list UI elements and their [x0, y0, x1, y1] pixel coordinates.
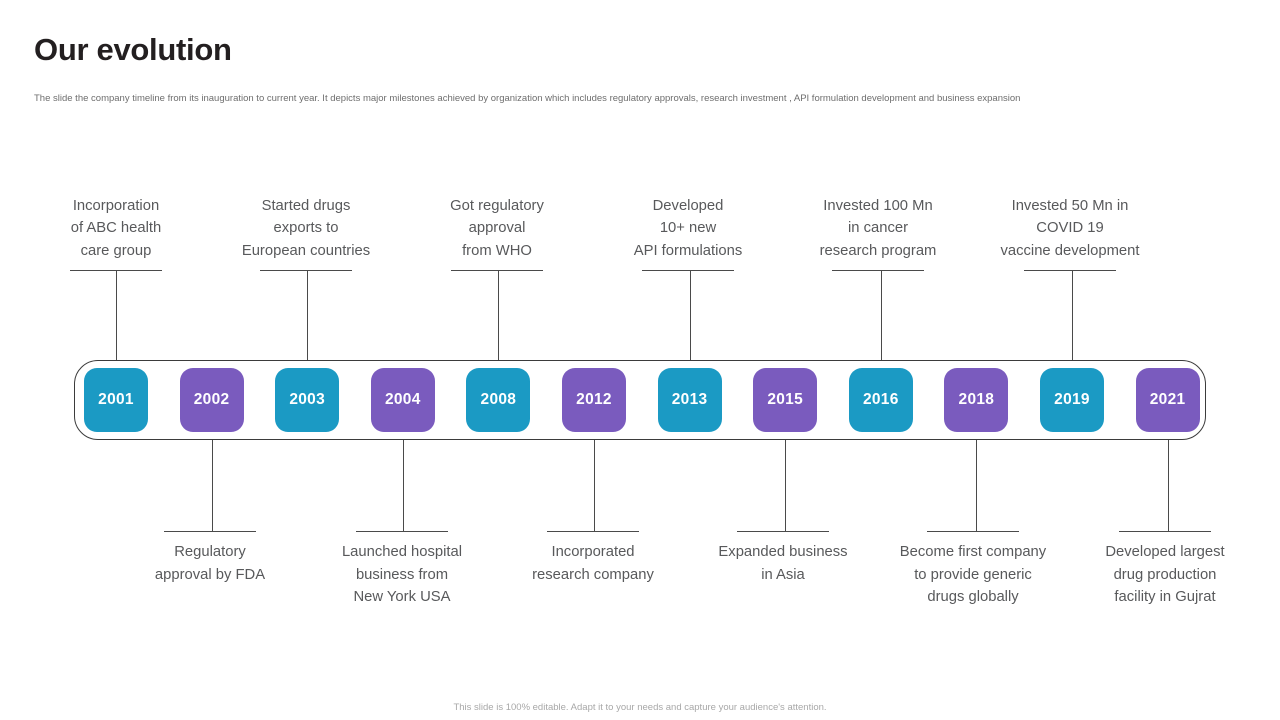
connector-stem-2001: [116, 270, 117, 360]
milestone-label-line: Expanded business: [718, 544, 848, 560]
connector-rule-2015: [737, 531, 829, 532]
milestone-label-line: Started drugs: [261, 197, 351, 214]
milestone-label-line: Incorporation: [72, 197, 160, 214]
milestone-label-line: Regulatory: [174, 544, 246, 560]
connector-stem-2016: [880, 270, 882, 360]
milestone-label-line: to provide generic: [914, 566, 1032, 583]
connector-stem-2015: [785, 440, 787, 531]
connector-rule-2002: [164, 531, 256, 532]
timeline-year-badge-2004[interactable]: 2004: [370, 368, 435, 432]
connector-stem-2003: [307, 270, 309, 360]
milestone-label-line: approval: [468, 220, 526, 236]
timeline-year-badge-2003[interactable]: 2003: [275, 368, 340, 432]
connector-stem-2002: [211, 440, 213, 531]
page-title: Our evolution: [34, 32, 232, 67]
milestone-label-line: Invested 50 Mn in: [1011, 197, 1129, 214]
milestone-label-line: API formulations: [633, 242, 743, 259]
connector-stem-2021: [1167, 440, 1169, 531]
connector-stem-2019: [1072, 270, 1073, 360]
milestone-label-2008: Got regulatory approval from WHO: [382, 195, 612, 263]
milestone-label-line: Got regulatory: [450, 197, 544, 214]
milestone-label-2019: Invested 50 Mn in COVID 19 vaccine develop…: [955, 195, 1185, 263]
connector-rule-2013: [642, 270, 734, 271]
connector-rule-2016: [832, 270, 924, 271]
milestone-label-line: drug production: [1113, 566, 1217, 583]
timeline-year-badge-2002[interactable]: 2002: [179, 368, 244, 432]
milestone-label-line: New York USA: [353, 589, 451, 605]
timeline-year-badge-2015[interactable]: 2015: [753, 368, 818, 432]
milestone-label-line: from WHO: [462, 242, 532, 259]
milestone-label-line: European countries: [241, 242, 371, 259]
timeline-year-badge-2001[interactable]: 2001: [84, 368, 148, 432]
connector-stem-2013: [689, 270, 691, 360]
connector-rule-2003: [260, 270, 352, 271]
milestone-label-2021: Developed largest drug production facility…: [1050, 541, 1280, 609]
milestone-label-line: COVID 19: [1036, 220, 1104, 236]
milestone-label-line: exports to: [273, 220, 339, 236]
connector-stem-2018: [976, 440, 978, 531]
connector-rule-2008: [451, 270, 543, 271]
timeline-bar: [74, 360, 1206, 440]
milestone-label-line: business from: [355, 566, 449, 583]
milestone-label-line: research company: [532, 566, 654, 583]
milestone-label-2003: Started drugs exports to European countrie…: [191, 195, 421, 263]
milestone-label-2001: Incorporation of ABC health care group: [1, 195, 231, 263]
footer-note: This slide is 100% editable. Adapt it to…: [453, 702, 827, 713]
milestone-label-line: in Asia: [761, 566, 805, 583]
milestone-label-line: in cancer: [847, 220, 909, 236]
milestone-label-line: research program: [819, 242, 937, 259]
milestone-label-2012: Incorporated research company: [478, 541, 708, 586]
milestone-label-line: Developed: [652, 197, 724, 214]
milestone-label-line: facility in Gujrat: [1114, 589, 1216, 605]
milestone-label-line: Launched hospital: [341, 544, 463, 560]
milestone-label-line: vaccine development: [1000, 242, 1140, 259]
milestone-label-line: Invested 100 Mn: [823, 197, 933, 214]
milestone-label-2015: Expanded business in Asia: [668, 541, 898, 586]
connector-rule-2018: [927, 531, 1019, 532]
milestone-label-line: 10+ new: [659, 220, 717, 236]
timeline-year-badge-2019[interactable]: 2019: [1040, 368, 1104, 432]
milestone-label-line: Become first company: [899, 544, 1047, 560]
milestone-label-line: approval by FDA: [154, 566, 266, 583]
milestone-label-line: care group: [80, 242, 152, 259]
milestone-label-2016: Invested 100 Mn in cancer research program: [763, 195, 993, 263]
milestone-label-2002: Regulatory approval by FDA: [95, 541, 325, 586]
milestone-label-line: drugs globally: [927, 589, 1019, 605]
timeline-year-badge-2016[interactable]: 2016: [848, 368, 913, 432]
connector-stem-2012: [594, 440, 595, 531]
timeline-year-badge-2012[interactable]: 2012: [562, 368, 626, 432]
milestone-label-line: Incorporated: [551, 544, 635, 560]
connector-rule-2019: [1024, 270, 1116, 271]
slide-subtitle: The slide the company timeline from its …: [34, 93, 1021, 104]
milestone-label-2018: Become first company to provide generic dr…: [858, 541, 1088, 609]
timeline-year-badge-2013[interactable]: 2013: [657, 368, 722, 432]
connector-stem-2004: [402, 440, 404, 531]
timeline-year-badge-2021[interactable]: 2021: [1135, 368, 1200, 432]
connector-rule-2021: [1119, 531, 1211, 532]
timeline-year-badge-2008[interactable]: 2008: [466, 368, 531, 432]
connector-stem-2008: [498, 270, 500, 360]
connector-rule-2012: [547, 531, 639, 532]
connector-rule-2004: [356, 531, 448, 532]
milestone-label-line: Developed largest: [1105, 544, 1225, 560]
milestone-label-line: of ABC health: [70, 220, 162, 236]
timeline-year-badge-2018[interactable]: 2018: [944, 368, 1009, 432]
